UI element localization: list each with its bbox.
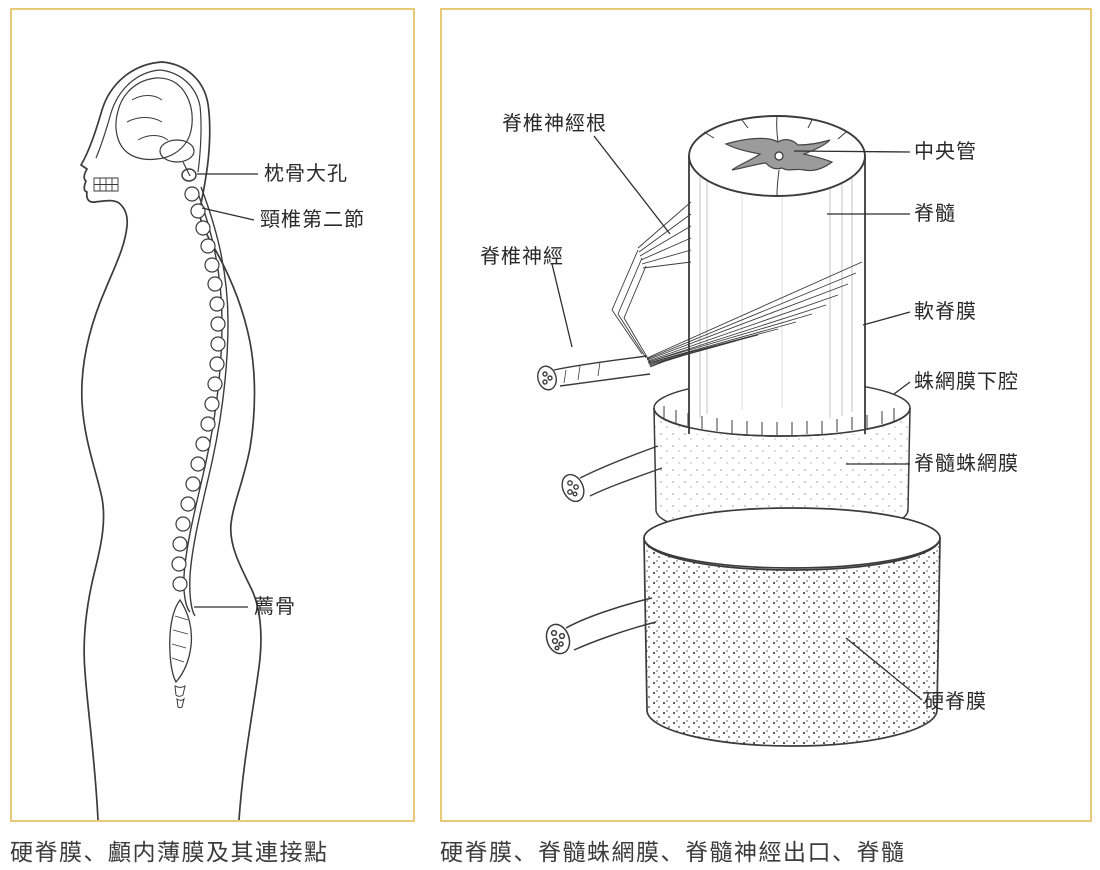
- dura-mater-layer: [643, 507, 941, 747]
- left-figure-caption: 硬脊膜、顱内薄膜及其連接點: [10, 839, 329, 865]
- label-foramen-magnum: 枕骨大孔: [264, 163, 348, 185]
- body-outline: [80, 61, 262, 820]
- leader-lines: [551, 135, 923, 701]
- label-central-canal: 中央管: [914, 141, 977, 163]
- label-spinal-nerve: 脊椎神經: [480, 246, 564, 268]
- label-arachnoid-mater: 脊髓蛛網膜: [914, 453, 1019, 475]
- right-figure-caption: 硬脊膜、脊髓蛛網膜、脊髓神經出口、脊髓: [440, 839, 906, 865]
- spinal-cord-cylinder: [688, 156, 866, 434]
- label-sacrum: 薦骨: [254, 596, 296, 618]
- body-profile-illustration: [80, 61, 262, 820]
- subarachnoid-fringe: [653, 406, 911, 437]
- teeth: [93, 177, 119, 192]
- label-dura-mater: 硬脊膜: [924, 691, 987, 713]
- label-spinal-cord: 脊髓: [914, 203, 956, 225]
- label-subarachnoid-space: 蛛網膜下腔: [914, 371, 1019, 393]
- leader-lines: [194, 173, 258, 608]
- label-second-cervical-vertebra: 頸椎第二節: [260, 209, 365, 231]
- left-figure-panel: 枕骨大孔 頸椎第二節 薦骨: [10, 8, 415, 822]
- nerve-rootlets: [611, 201, 863, 368]
- spinal-cord-illustration: [537, 115, 941, 747]
- central-canal-shape: [774, 151, 784, 161]
- dura-nerve-sleeve: [545, 597, 657, 655]
- sacrum-shape: [169, 598, 193, 709]
- arachnoid-nerve-sleeve: [561, 445, 663, 503]
- label-pia-mater: 軟脊膜: [914, 301, 977, 323]
- cord-top-face: [688, 115, 866, 197]
- spinal-nerve-trunk: [537, 355, 651, 391]
- label-spinal-nerve-root: 脊椎神經根: [502, 113, 607, 135]
- skull-and-brain: [95, 69, 202, 177]
- foramen-magnum-shape: [181, 168, 197, 182]
- vertebrae-chain: [171, 186, 226, 592]
- right-figure-panel: 脊椎神經根 脊椎神經 中央管 脊髓 軟脊膜 蛛網膜下腔 脊髓蛛網膜 硬脊膜: [440, 8, 1092, 822]
